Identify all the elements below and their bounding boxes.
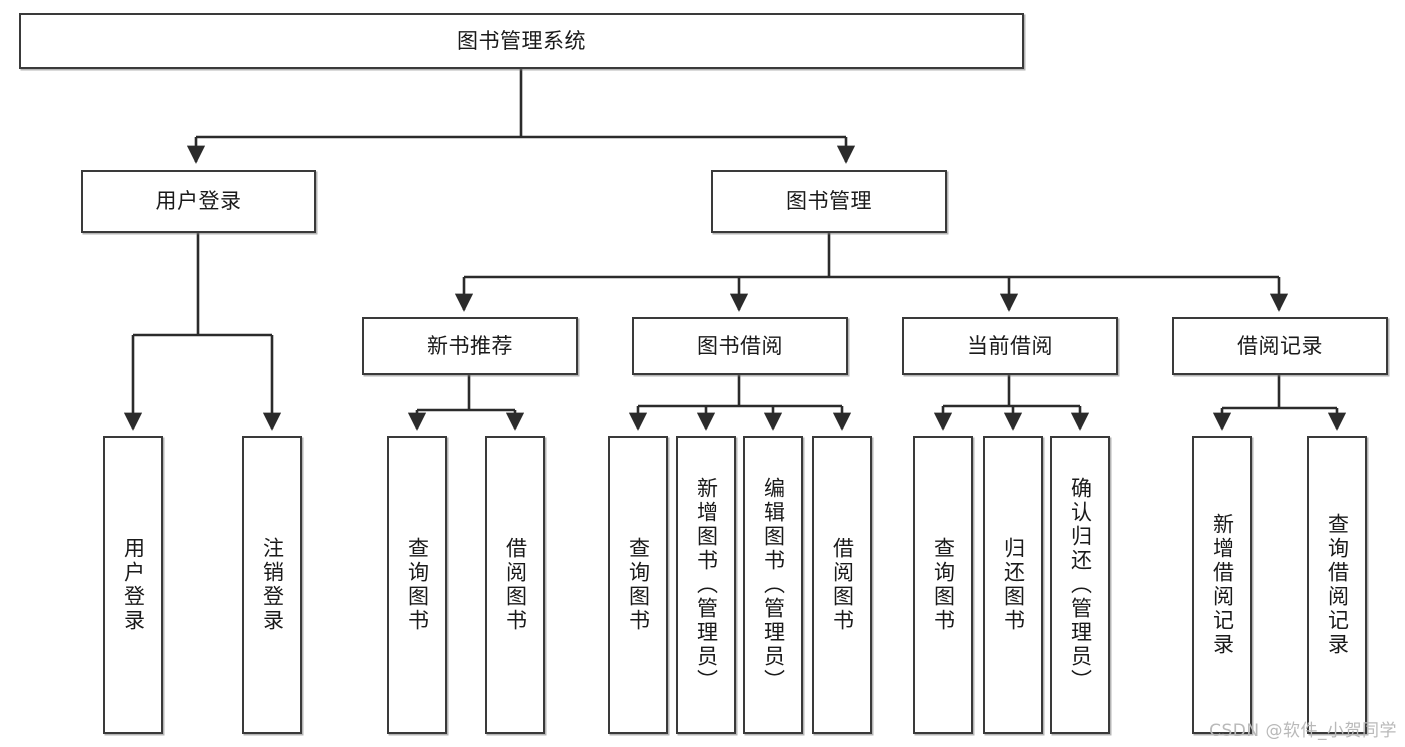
node-label: 图书管理 (786, 189, 872, 214)
node-label: 图书管理系统 (457, 28, 586, 53)
watermark-text: CSDN @软件_小贺同学 (1209, 721, 1397, 741)
node-label: 用户登录 (121, 537, 146, 633)
node-label: 图书借阅 (697, 333, 783, 358)
node-label: 用户登录 (155, 189, 242, 214)
leaf-logout-login[interactable]: 注销登录 (242, 436, 302, 734)
leaf-add-book-admin[interactable]: 新增图书（管理员） (676, 436, 736, 734)
leaf-return-book[interactable]: 归还图书 (983, 436, 1043, 734)
leaf-confirm-return-admin[interactable]: 确认归还（管理员） (1050, 436, 1110, 734)
leaf-borrow-book[interactable]: 借阅图书 (812, 436, 872, 734)
node-new-book-recommend[interactable]: 新书推荐 (362, 317, 578, 375)
leaf-user-login[interactable]: 用户登录 (103, 436, 163, 734)
node-label: 编辑图书（管理员） (761, 477, 786, 693)
node-borrow-record[interactable]: 借阅记录 (1172, 317, 1388, 375)
leaf-query-book-borrow[interactable]: 查询图书 (608, 436, 668, 734)
node-label: 查询图书 (626, 537, 651, 633)
leaf-borrow-book-recommend[interactable]: 借阅图书 (485, 436, 545, 734)
node-label: 注销登录 (260, 537, 285, 633)
leaf-add-borrow-record[interactable]: 新增借阅记录 (1192, 436, 1252, 734)
node-book-management[interactable]: 图书管理 (711, 170, 947, 233)
leaf-query-book-recommend[interactable]: 查询图书 (387, 436, 447, 734)
node-label: 当前借阅 (967, 333, 1053, 358)
node-label: 新增借阅记录 (1210, 513, 1235, 657)
leaf-query-book-current[interactable]: 查询图书 (913, 436, 973, 734)
node-label: 新书推荐 (427, 333, 513, 358)
node-label: 确认归还（管理员） (1068, 477, 1093, 693)
node-current-borrow[interactable]: 当前借阅 (902, 317, 1118, 375)
node-label: 借阅图书 (503, 537, 528, 633)
node-label: 归还图书 (1001, 537, 1026, 633)
node-label: 查询图书 (931, 537, 956, 633)
leaf-query-borrow-record[interactable]: 查询借阅记录 (1307, 436, 1367, 734)
node-book-borrow[interactable]: 图书借阅 (632, 317, 848, 375)
node-label: 查询借阅记录 (1325, 513, 1350, 657)
node-label: 新增图书（管理员） (694, 477, 719, 693)
node-label: 借阅图书 (830, 537, 855, 633)
node-user-login[interactable]: 用户登录 (81, 170, 316, 233)
node-root-book-management-system[interactable]: 图书管理系统 (19, 13, 1024, 69)
node-label: 查询图书 (405, 537, 430, 633)
node-label: 借阅记录 (1237, 333, 1323, 358)
leaf-edit-book-admin[interactable]: 编辑图书（管理员） (743, 436, 803, 734)
